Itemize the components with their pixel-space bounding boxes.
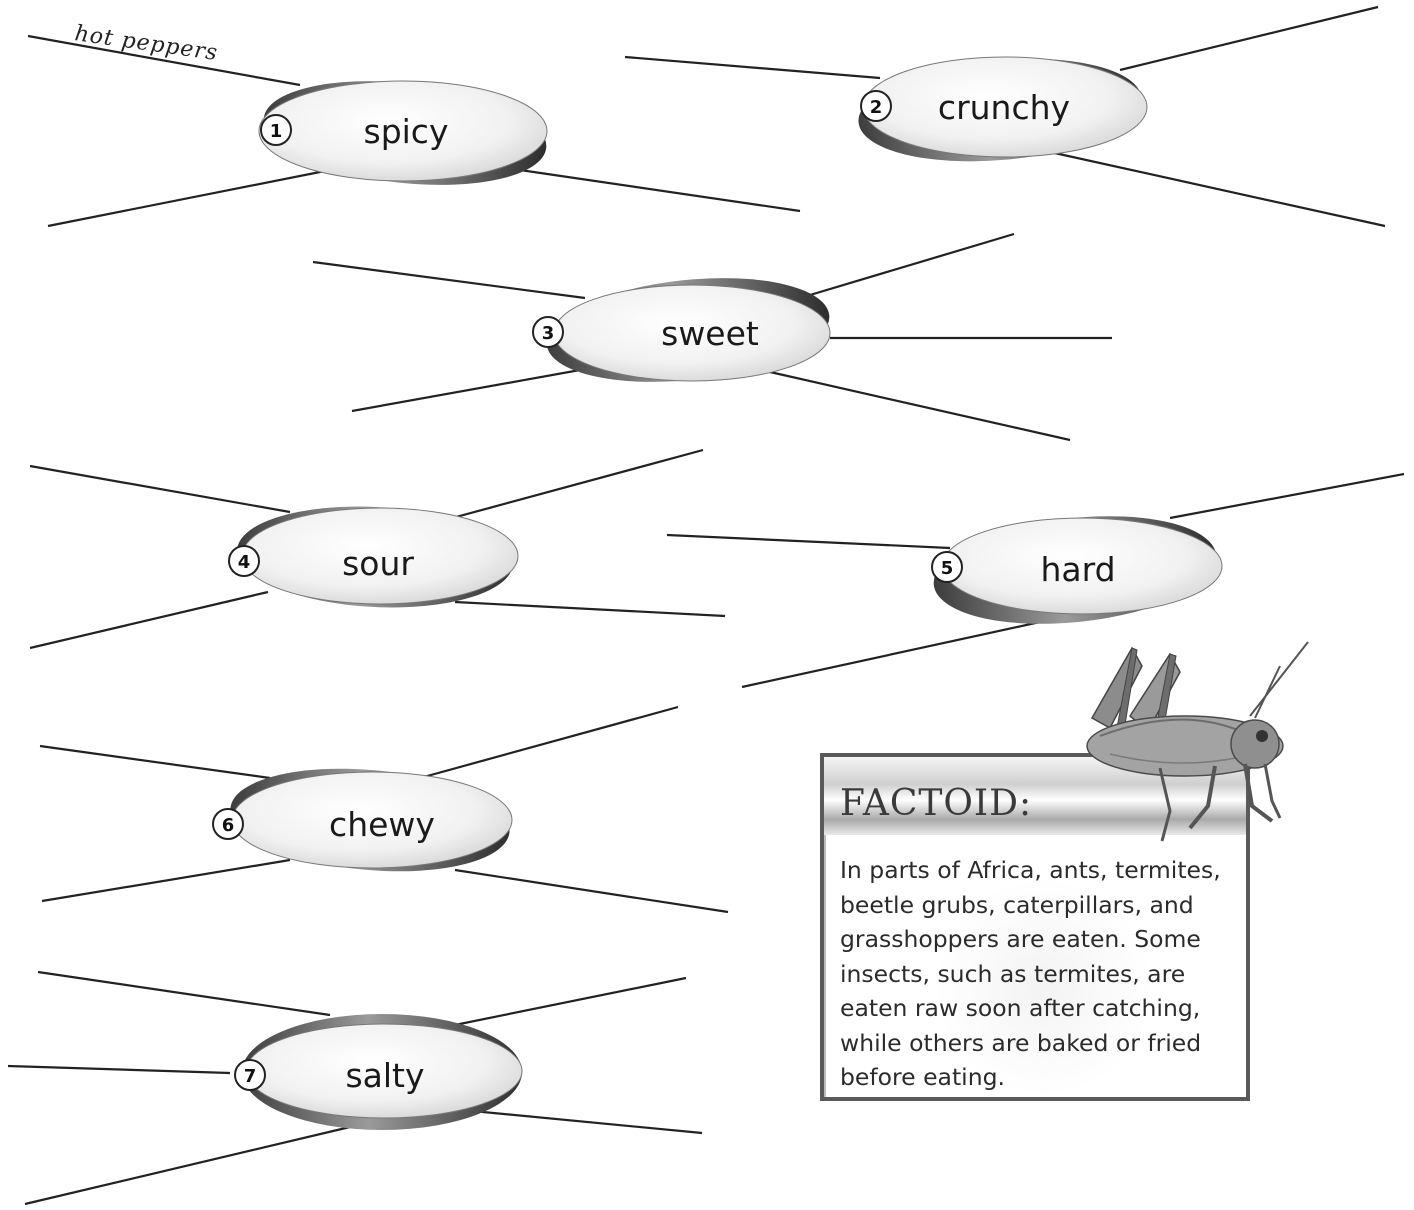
number-badge [860, 90, 892, 122]
web-line [27, 34, 301, 87]
factoid-line: eaten raw soon after catching, [840, 994, 1201, 1022]
web-line [624, 55, 881, 80]
factoid-line: In parts of Africa, ants, termites, [840, 856, 1221, 884]
web-line [1119, 5, 1379, 72]
web-line [769, 370, 1071, 442]
web-line [351, 368, 581, 413]
web-line [37, 970, 331, 1017]
web-line [1049, 150, 1386, 228]
oval [258, 80, 548, 182]
web-line [454, 868, 729, 914]
oval-label: crunchy [938, 88, 1070, 127]
number-text: 3 [542, 323, 555, 344]
factoid-line: before eating. [840, 1063, 1005, 1091]
number-text: 1 [270, 121, 283, 142]
web-line [1169, 472, 1405, 520]
web-group-3: 3 sweet [312, 232, 1112, 442]
number-badge [931, 551, 963, 583]
web-line [41, 858, 291, 903]
number-badge [260, 114, 292, 146]
number-badge [228, 545, 260, 577]
oval-label: spicy [364, 112, 449, 151]
web-line [444, 448, 704, 522]
web-line [461, 1108, 703, 1135]
web-line [29, 590, 269, 650]
web-line [39, 744, 271, 780]
web-line [29, 464, 291, 514]
oval-label: hard [1040, 550, 1115, 589]
web-line [47, 168, 331, 228]
web-line [519, 168, 801, 213]
handwritten-annotation: hot peppers [73, 21, 219, 66]
web-group-6: 6 chewy [39, 705, 729, 914]
web-line [7, 1064, 231, 1075]
number-text: 5 [941, 558, 954, 579]
web-line [312, 260, 586, 300]
number-text: 7 [244, 1066, 257, 1087]
web-group-7: 7 salty [7, 970, 703, 1206]
web-line [439, 976, 687, 1030]
factoid-box: FACTOID: In parts of Africa, ants, termi… [820, 753, 1250, 1101]
number-badge [212, 808, 244, 840]
factoid-text: In parts of Africa, ants, termites, beet… [840, 853, 1234, 1095]
oval-label: sweet [661, 314, 759, 353]
number-badge [234, 1059, 266, 1091]
factoid-line: grasshoppers are eaten. Some [840, 925, 1201, 953]
watermark-graphic [934, 877, 1154, 1097]
oval-label: chewy [329, 805, 435, 844]
factoid-line: beetle grubs, caterpillars, and [840, 890, 1194, 919]
number-text: 2 [870, 97, 883, 118]
web-line [799, 232, 1015, 300]
number-text: 4 [238, 552, 251, 573]
oval-label: sour [342, 544, 414, 583]
web-group-4: 4 sour [29, 448, 726, 650]
web-line [24, 1125, 351, 1206]
factoid-line: insects, such as termites, are [840, 959, 1186, 988]
oval-label: salty [345, 1056, 424, 1095]
grasshopper-image [1086, 641, 1309, 842]
web-line [454, 600, 726, 618]
web-group-5: 5 hard [666, 472, 1405, 689]
web-group-1: 1 spicy hot peppers [27, 21, 801, 228]
web-line [741, 620, 1041, 689]
number-text: 6 [222, 815, 235, 836]
web-group-2: 2 crunchy [624, 5, 1386, 228]
factoid-line: while others are baked or fried [840, 1028, 1202, 1057]
number-badge [532, 316, 564, 348]
web-line [666, 533, 951, 550]
factoid-title: FACTOID: [840, 783, 1033, 824]
web-line [419, 705, 679, 780]
